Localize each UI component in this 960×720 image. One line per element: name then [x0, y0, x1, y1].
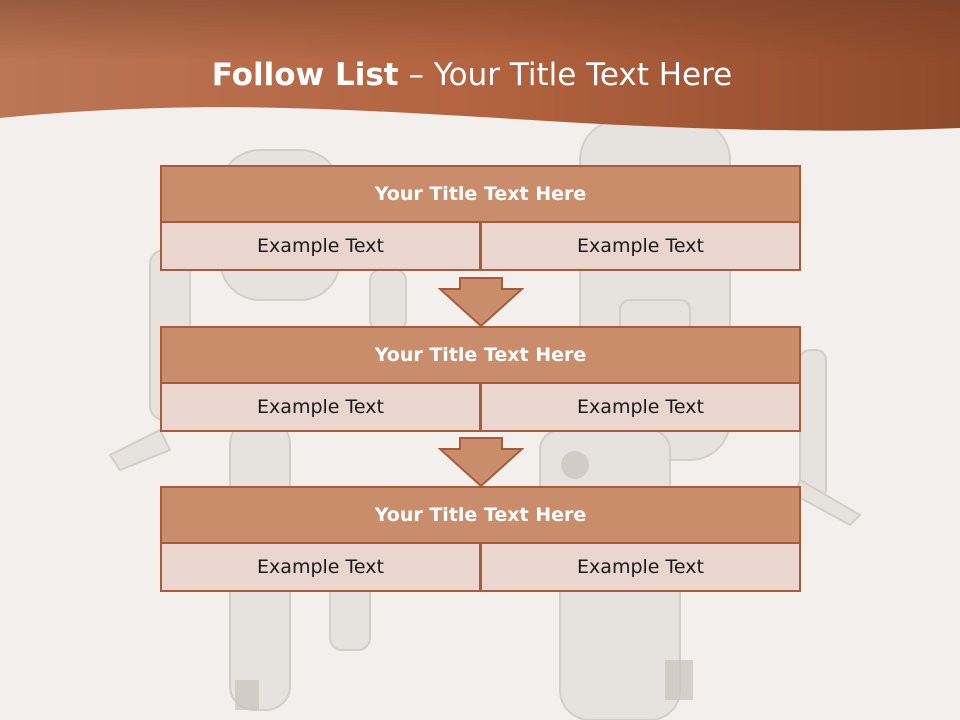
step-2-right-text: Example Text	[480, 382, 801, 432]
slide-title-bold: Follow List	[211, 57, 399, 93]
slide-title-rest: – Your Title Text Here	[398, 57, 733, 93]
slide-title: Follow List – Your Title Text Here	[0, 55, 944, 95]
header-wave-band	[0, 0, 960, 131]
step-3-left-text: Example Text	[160, 542, 481, 592]
step-block-1: Your Title Text Here Example Text Exampl…	[160, 165, 801, 271]
step-3-right-text: Example Text	[480, 542, 801, 592]
step-1-title: Your Title Text Here	[160, 165, 801, 223]
step-block-3: Your Title Text Here Example Text Exampl…	[160, 486, 801, 592]
step-3-title: Your Title Text Here	[160, 486, 801, 544]
step-1-right-text: Example Text	[480, 221, 801, 271]
down-arrow-1	[438, 277, 524, 327]
down-arrow-2	[438, 437, 524, 487]
step-2-title: Your Title Text Here	[160, 326, 801, 384]
step-2-left-text: Example Text	[160, 382, 481, 432]
step-1-left-text: Example Text	[160, 221, 481, 271]
step-block-2: Your Title Text Here Example Text Exampl…	[160, 326, 801, 432]
